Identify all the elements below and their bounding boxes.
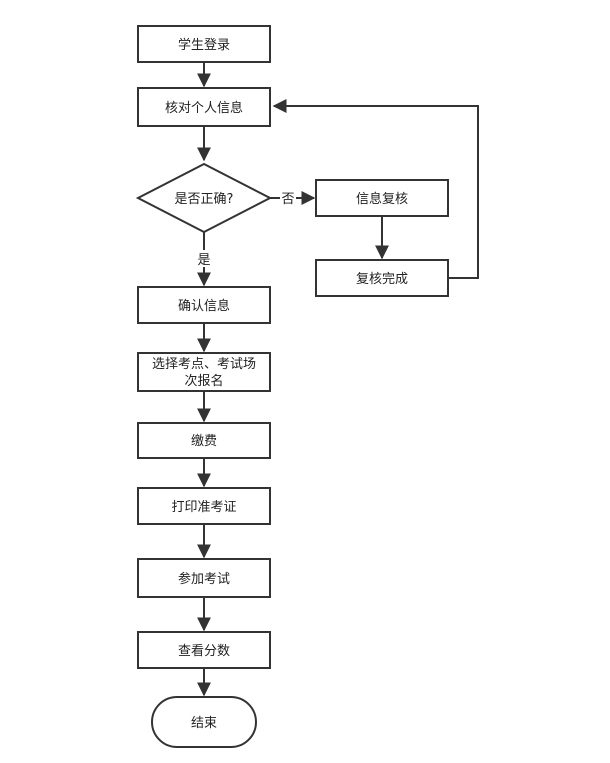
node-take-exam-label: 参加考试 (178, 571, 230, 587)
decision-diamond (135, 162, 273, 234)
node-is-correct-decision: 是否正确? (135, 162, 273, 234)
no-label-bg (280, 189, 296, 206)
node-choose-site: 选择考点、考试场 次报名 (137, 352, 271, 392)
node-pay-fee: 缴费 (137, 422, 271, 459)
node-review-done: 复核完成 (315, 259, 449, 297)
node-pay-fee-box (137, 422, 271, 459)
node-verify-info: 核对个人信息 (137, 87, 271, 127)
node-take-exam: 参加考试 (137, 558, 271, 598)
node-verify-info-box (137, 87, 271, 127)
node-info-review-box (315, 179, 449, 217)
edge-label-no: 否 (281, 192, 294, 207)
node-student-login-label: 学生登录 (178, 37, 230, 53)
node-end: 结束 (151, 696, 257, 748)
node-end-label: 结束 (191, 716, 217, 731)
edge-done-back-to-verify (272, 99, 479, 279)
node-info-review: 信息复核 (315, 179, 449, 217)
edge-label-yes: 是 (197, 253, 210, 268)
node-choose-site-label-line2: 次报名 (184, 373, 223, 389)
node-check-score-label: 查看分数 (178, 643, 230, 659)
node-check-score-box (137, 631, 271, 669)
node-print-ticket-label: 打印准考证 (171, 500, 236, 515)
node-print-ticket: 打印准考证 (137, 487, 271, 525)
decision-label: 是否正确? (175, 192, 234, 207)
node-verify-info-label: 核对个人信息 (165, 100, 243, 116)
node-review-done-box (315, 259, 449, 297)
node-student-login-box (137, 25, 271, 63)
node-choose-site-box (137, 352, 271, 392)
node-confirm-info-label: 确认信息 (178, 298, 230, 314)
node-pay-fee-label: 缴费 (191, 434, 217, 449)
node-confirm-info-box (137, 286, 271, 324)
node-student-login: 学生登录 (137, 25, 271, 63)
yes-label-bg (196, 250, 212, 267)
node-review-done-label: 复核完成 (356, 272, 408, 287)
node-choose-site-label-line1: 选择考点、考试场 (152, 357, 256, 372)
node-take-exam-box (137, 558, 271, 598)
node-check-score: 查看分数 (137, 631, 271, 669)
node-end-terminator (151, 696, 257, 748)
node-confirm-info: 确认信息 (137, 286, 271, 324)
node-info-review-label: 信息复核 (356, 191, 408, 207)
node-print-ticket-box (137, 487, 271, 525)
